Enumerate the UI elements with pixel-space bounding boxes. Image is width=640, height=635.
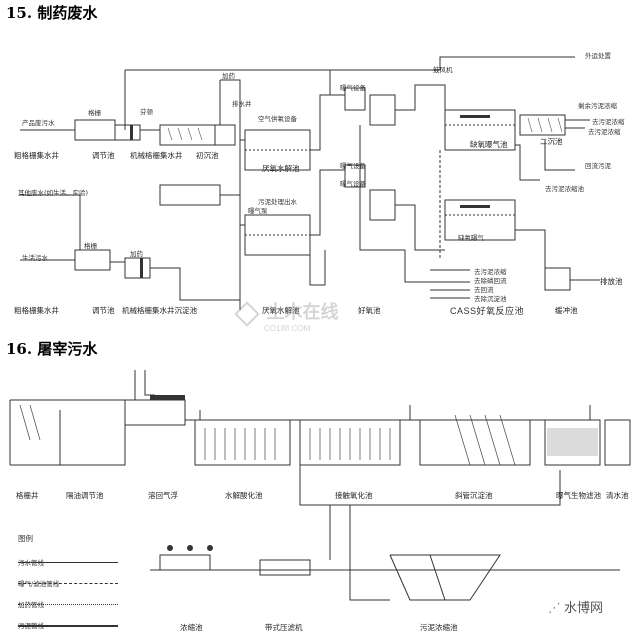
legend15-d: 去除沉淀池 bbox=[474, 295, 507, 303]
label-dosing-top: 加药 bbox=[222, 72, 235, 80]
unit16-filter-press: 带式压滤机 bbox=[265, 623, 303, 632]
label-to-disposal: 外运处置 bbox=[585, 52, 611, 60]
legend16-line-sewage bbox=[18, 562, 118, 563]
unit-primary: 初沉池 bbox=[196, 151, 219, 160]
unit16-sediment: 斜管沉淀池 bbox=[455, 491, 493, 500]
diagram16-title: 16. 屠宰污水 bbox=[6, 340, 98, 358]
diagram15-title: 15. 制药废水 bbox=[6, 4, 98, 22]
legend16-line-air bbox=[18, 583, 118, 584]
label-aeration3: 缺氧曝气 bbox=[458, 234, 484, 242]
legend15-c: 去回流 bbox=[474, 286, 494, 294]
legend16-item: 污泥管线 bbox=[18, 613, 128, 634]
unit-equalize2: 调节池 bbox=[92, 306, 115, 315]
brand-logo-icon: ⋰ bbox=[548, 601, 561, 616]
brand-logo-text: 水博网 bbox=[564, 601, 604, 616]
label-return-sludge: 回流污泥 bbox=[585, 162, 611, 170]
legend16-item-label: 污水管线 bbox=[18, 559, 44, 567]
unit-mech-screen: 机械格栅集水井 bbox=[130, 151, 183, 160]
unit16-equalize: 隔油调节池 bbox=[66, 491, 104, 500]
unit16-bio-filter: 曝气生物滤池 bbox=[556, 491, 601, 500]
label-air-blower: 鼓风机 bbox=[433, 66, 453, 74]
unit16-air-float: 溶回气浮 bbox=[148, 491, 178, 500]
label-screen: 格栅 bbox=[88, 109, 101, 117]
unit16-contact-ox: 接触氧化池 bbox=[335, 491, 373, 500]
label-domestic: 生活污水 bbox=[22, 254, 48, 262]
label-sludge-water: 污泥处理出水 bbox=[258, 198, 297, 206]
label-aeration-eq: 曝气设备 bbox=[340, 180, 366, 188]
label-sludge-thick: 去污泥浓缩池 bbox=[545, 185, 584, 193]
label-to-sludge-a: 去污泥浓缩 bbox=[592, 118, 625, 126]
unit-mech-screen2: 机械格栅集水井沉淀池 bbox=[122, 306, 197, 315]
label-dosing2: 加药 bbox=[130, 250, 143, 258]
legend15-b: 去除磷回流 bbox=[474, 277, 507, 285]
unit16-thickener: 浓缩池 bbox=[180, 623, 203, 632]
unit-anaerobic2: 厌氧水解池 bbox=[262, 306, 300, 315]
label-aeration-pump: 曝气泵 bbox=[248, 207, 268, 215]
unit-secondary: 二沉池 bbox=[540, 137, 563, 146]
legend15-a: 去污泥浓缩 bbox=[474, 268, 507, 276]
label-to-sludge-b: 去污泥浓缩 bbox=[588, 128, 621, 136]
watermark-brand: 土木在线 bbox=[266, 302, 339, 322]
legend16-item-label: 曝气/滤池管线 bbox=[18, 580, 60, 588]
legend16-line-sludge bbox=[18, 625, 118, 627]
label-product-wastewater: 产品废污水 bbox=[22, 119, 55, 127]
label-discharge-well: 排水井 bbox=[232, 100, 252, 108]
unit-buffer: 缓冲池 bbox=[555, 306, 578, 315]
legend16-title: 图例 bbox=[18, 534, 33, 543]
label-aeration1: 曝气设备 bbox=[340, 84, 366, 92]
brand-logo: ⋰水博网 bbox=[548, 597, 603, 616]
legend16-item-label: 加药管线 bbox=[18, 601, 44, 609]
unit-cass: CASS好氧反应池 bbox=[450, 306, 525, 316]
legend16-item: 污水管线 bbox=[18, 550, 128, 571]
unit-fine-screen2: 粗格栅集水井 bbox=[14, 306, 59, 315]
label-other-wastewater: 其他废水(如生活、实验) bbox=[18, 189, 89, 197]
unit16-hydrolysis: 水解酸化池 bbox=[225, 491, 263, 500]
label-fenton: 芬顿 bbox=[140, 108, 153, 116]
unit16-sludge-tank: 污泥浓缩池 bbox=[420, 623, 458, 632]
legend16-line-dosing bbox=[18, 604, 118, 605]
unit-anaerobic1: 厌氧水解池 bbox=[262, 164, 300, 173]
legend16-item: 曝气/滤池管线 bbox=[18, 571, 128, 592]
unit-aerobic: 好氧池 bbox=[358, 306, 381, 315]
legend16-item: 加药管线 bbox=[18, 592, 128, 613]
label-air-oxygen: 空气供氧设备 bbox=[258, 115, 297, 123]
unit16-clear-pool: 清水池 bbox=[606, 491, 629, 500]
unit-cass-upper: 缺氧曝气池 bbox=[470, 140, 508, 149]
label-screen2: 格栅 bbox=[84, 242, 97, 250]
label-aeration2: 曝气设备 bbox=[340, 162, 366, 170]
watermark: 土木在线 CO188.COM bbox=[234, 298, 339, 333]
watermark-url: CO188.COM bbox=[264, 324, 311, 333]
unit-final: 排放池 bbox=[600, 277, 623, 286]
legend16: 图例 污水管线 曝气/滤池管线 加药管线 污泥管线 bbox=[18, 533, 128, 634]
unit16-grid-well: 格栅井 bbox=[16, 491, 39, 500]
unit-equalize: 调节池 bbox=[92, 151, 115, 160]
label-sludge-concentrate: 剩余污泥浓缩 bbox=[578, 102, 617, 110]
unit-screen-well: 粗格栅集水井 bbox=[14, 151, 59, 160]
